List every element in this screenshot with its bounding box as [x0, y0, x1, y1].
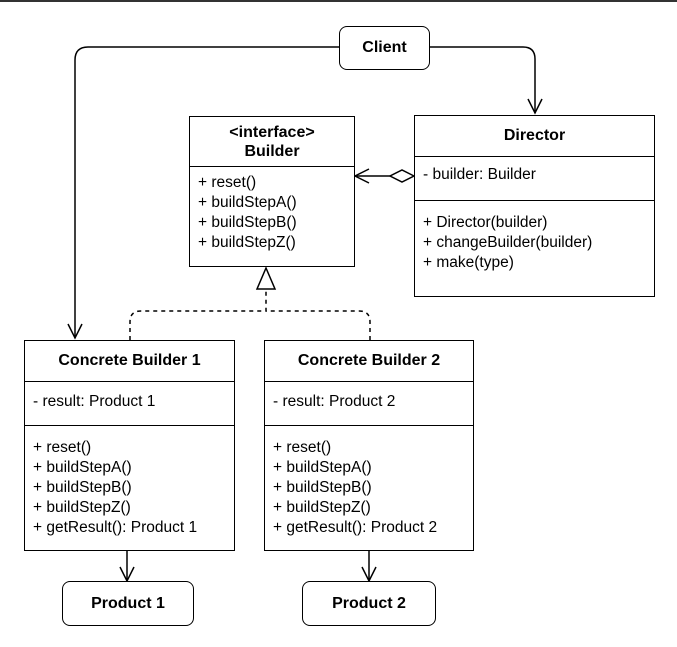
- builder1-realization-line: [129, 289, 267, 340]
- aggregation-diamond: [388, 169, 416, 183]
- method-item: + Director(builder): [423, 214, 548, 231]
- builder-interface-methods: + reset() + buildStepA() + buildStepB() …: [190, 167, 354, 253]
- client-box: Client: [339, 26, 430, 70]
- realization-triangle: [255, 266, 277, 290]
- product-1-box: Product 1: [62, 581, 194, 626]
- method-item: + buildStepZ(): [198, 234, 296, 251]
- director-name: Director: [503, 127, 566, 144]
- client-to-builder1-arrowhead: [67, 323, 83, 340]
- method-item: + reset(): [273, 439, 332, 456]
- aggregation-arrowhead: [353, 168, 370, 184]
- director-box: Director - builder: Builder + Director(b…: [414, 115, 655, 297]
- client-to-director-arrow: [430, 46, 536, 113]
- method-item: + reset(): [33, 439, 92, 456]
- concrete-builder-2-header: Concrete Builder 2: [265, 341, 473, 382]
- method-item: + buildStepA(): [33, 459, 132, 476]
- top-border-line: [0, 0, 677, 2]
- director-methods: + Director(builder) + changeBuilder(buil…: [415, 201, 654, 273]
- method-item: + buildStepB(): [33, 479, 132, 496]
- field-item: - result: Product 2: [273, 393, 396, 410]
- product-2-label: Product 2: [332, 594, 406, 612]
- client-to-director-arrowhead: [527, 98, 543, 115]
- field-item: - result: Product 1: [33, 393, 156, 410]
- director-fields: - builder: Builder: [415, 157, 654, 201]
- builder-interface-name: Builder: [244, 142, 300, 160]
- method-item: + buildStepB(): [273, 479, 372, 496]
- concrete-builder-1-methods: + reset() + buildStepA() + buildStepB() …: [25, 426, 234, 538]
- method-item: + buildStepZ(): [273, 499, 371, 516]
- product-1-label: Product 1: [91, 594, 165, 612]
- builder-stereotype: <interface>: [229, 123, 315, 141]
- method-item: + buildStepA(): [198, 194, 297, 211]
- method-item: + buildStepB(): [198, 214, 297, 231]
- client-to-builder1-arrow: [74, 46, 339, 338]
- concrete-builder-1-header: Concrete Builder 1: [25, 341, 234, 382]
- concrete-builder-2-box: Concrete Builder 2 - result: Product 2 +…: [264, 340, 474, 551]
- director-header: Director: [415, 116, 654, 157]
- method-item: + reset(): [198, 174, 257, 191]
- method-item: + getResult(): Product 2: [273, 519, 438, 536]
- client-label: Client: [362, 39, 407, 56]
- method-item: + buildStepZ(): [33, 499, 131, 516]
- field-item: - builder: Builder: [423, 166, 536, 183]
- product-2-box: Product 2: [302, 581, 436, 626]
- method-item: + getResult(): Product 1: [33, 519, 198, 536]
- builder-interface-box: <interface> Builder + reset() + buildSte…: [189, 116, 355, 267]
- concrete-builder-2-methods: + reset() + buildStepA() + buildStepB() …: [265, 426, 473, 538]
- builder2-realization-line: [266, 310, 371, 340]
- concrete-builder-1-box: Concrete Builder 1 - result: Product 1 +…: [24, 340, 235, 551]
- concrete-builder-1-name: Concrete Builder 1: [58, 352, 201, 369]
- builder-interface-header: <interface> Builder: [190, 117, 354, 167]
- concrete-builder-2-name: Concrete Builder 2: [297, 352, 441, 369]
- method-item: + changeBuilder(builder): [423, 234, 593, 251]
- concrete-builder-2-fields: - result: Product 2: [265, 382, 473, 426]
- method-item: + make(type): [423, 254, 514, 271]
- method-item: + buildStepA(): [273, 459, 372, 476]
- concrete-builder-1-fields: - result: Product 1: [25, 382, 234, 426]
